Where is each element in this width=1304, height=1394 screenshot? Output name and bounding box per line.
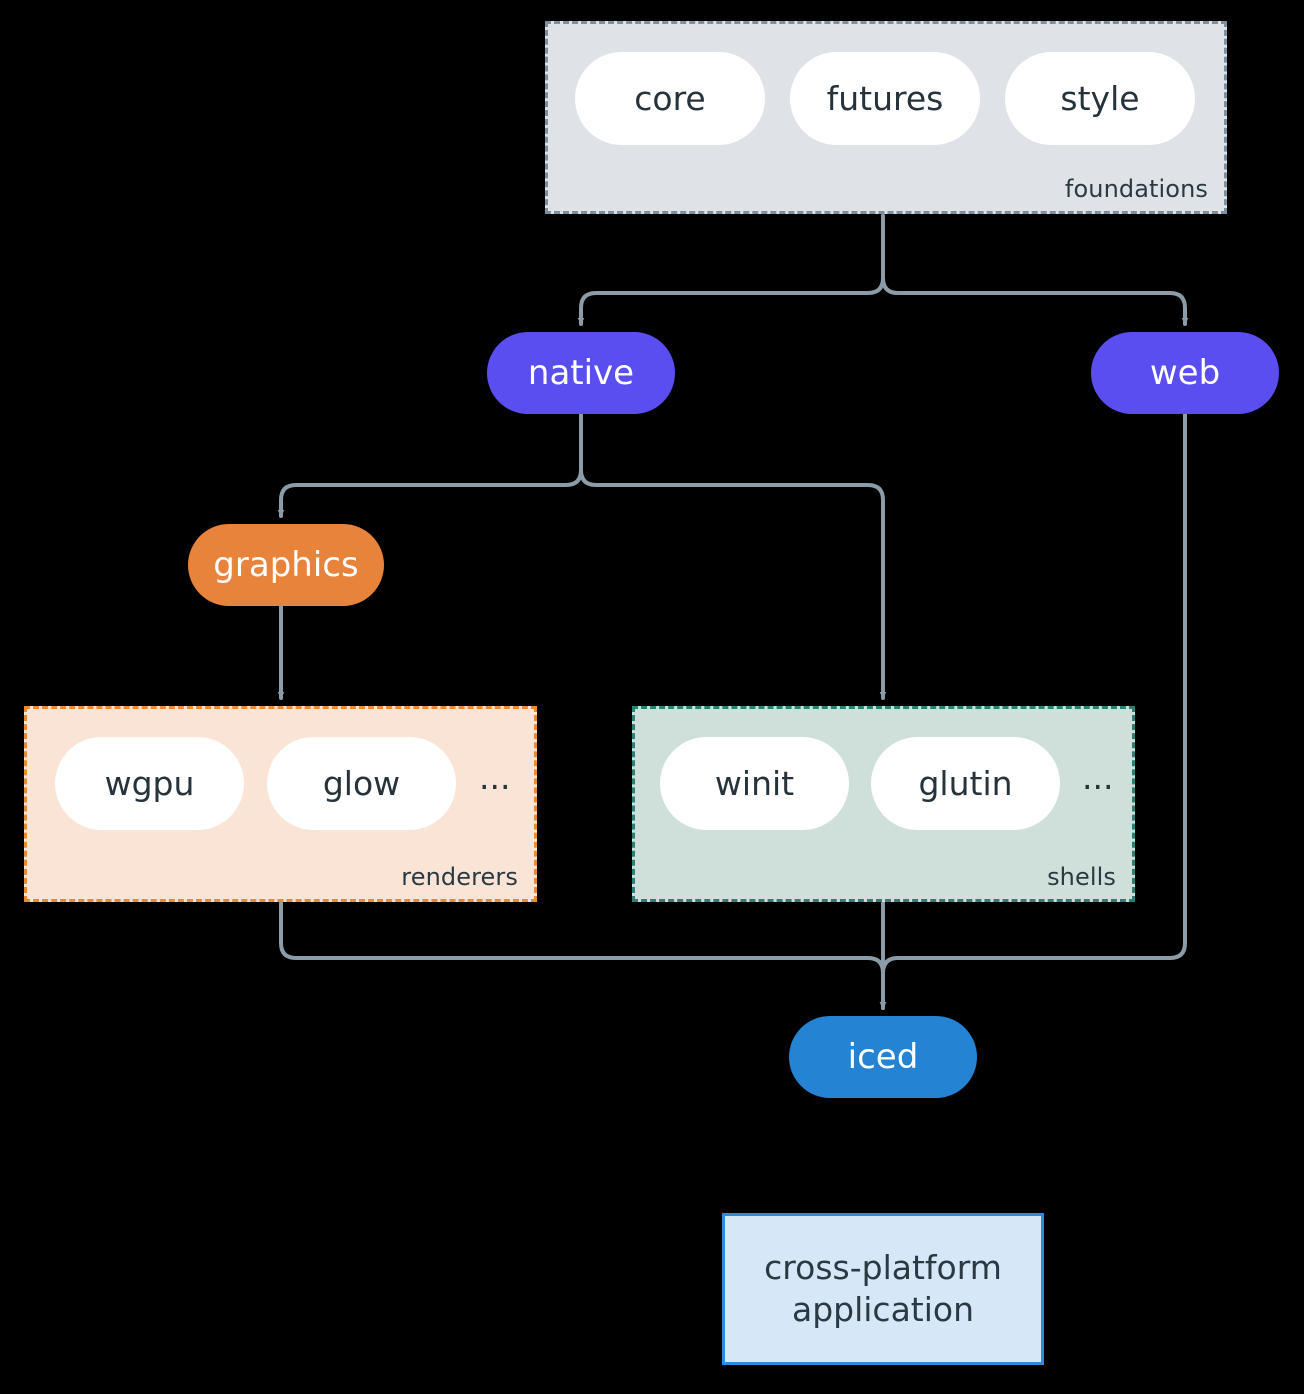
leaf-glow[interactable]: glow [267, 737, 456, 830]
edge-foundations-native [577, 214, 885, 326]
edge-foundations-web [881, 214, 1189, 326]
group-renderers: wgpu glow ... renderers [24, 706, 537, 902]
group-renderers-items: wgpu glow ... [55, 737, 510, 830]
group-foundations-items: core futures style [575, 52, 1195, 145]
edge-native-graphics [277, 412, 583, 518]
group-shells-label: shells [1047, 863, 1116, 891]
leaf-glutin[interactable]: glutin [871, 737, 1060, 830]
leaf-core[interactable]: core [575, 52, 765, 145]
leaf-style[interactable]: style [1005, 52, 1195, 145]
group-shells: winit glutin ... shells [632, 706, 1135, 902]
application-line-1: cross-platform [764, 1247, 1002, 1287]
box-cross-platform-application[interactable]: cross-platform application [722, 1213, 1044, 1365]
group-foundations-label: foundations [1064, 175, 1208, 203]
node-iced[interactable]: iced [789, 1016, 977, 1098]
edge-native-shells [579, 412, 887, 700]
edge-renderers-iced [279, 901, 887, 1010]
node-web[interactable]: web [1091, 332, 1279, 414]
renderers-overflow-ellipsis: ... [479, 758, 511, 797]
leaf-wgpu[interactable]: wgpu [55, 737, 244, 830]
node-graphics[interactable]: graphics [188, 524, 384, 606]
node-native[interactable]: native [487, 332, 675, 414]
leaf-futures[interactable]: futures [790, 52, 980, 145]
leaf-winit[interactable]: winit [660, 737, 849, 830]
group-shells-items: winit glutin ... [660, 737, 1113, 830]
group-renderers-label: renderers [401, 863, 518, 891]
application-line-2: application [791, 1290, 975, 1329]
shells-overflow-ellipsis: ... [1082, 758, 1114, 797]
group-foundations: core futures style foundations [545, 21, 1227, 214]
